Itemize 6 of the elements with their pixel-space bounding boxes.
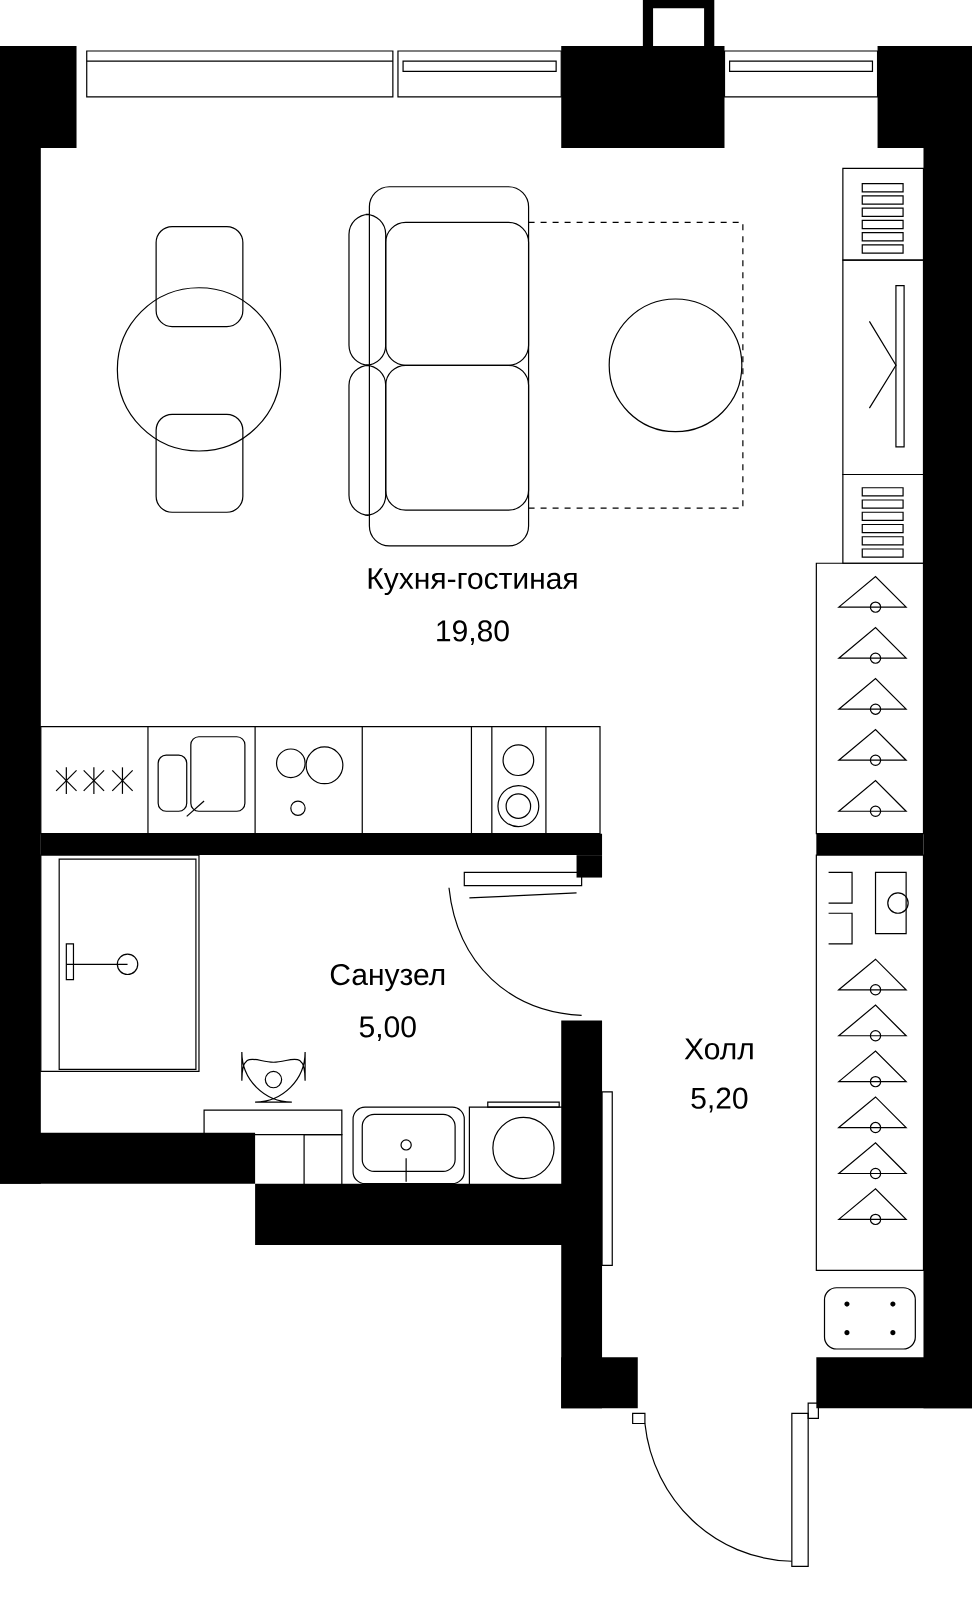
room-area: 19,80 bbox=[437, 620, 509, 646]
room-name: Санузел bbox=[330, 963, 444, 992]
room-name: Холл bbox=[684, 1038, 753, 1060]
room-area: 5,20 bbox=[691, 1087, 748, 1113]
room-area: 5,00 bbox=[359, 1016, 416, 1041]
room-name: Кухня-гостиная bbox=[368, 568, 577, 596]
